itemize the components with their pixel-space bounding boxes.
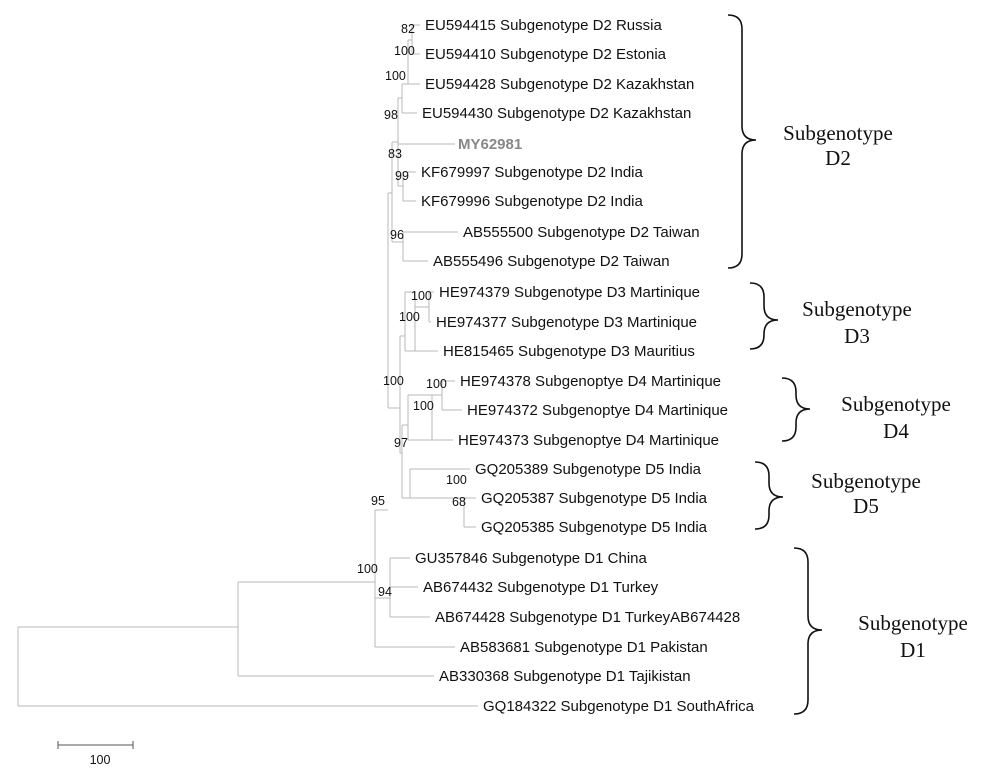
- bootstrap-value: 100: [394, 44, 415, 58]
- leaf-label: AB583681 Subgenotype D1 Pakistan: [460, 639, 708, 656]
- group-labels: Subgenotype D2 Subgenotype D3 Subgenotyp…: [783, 121, 968, 662]
- bootstrap-value: 68: [452, 495, 466, 509]
- group-label-line2: D2: [825, 146, 851, 170]
- bootstrap-value: 100: [399, 310, 420, 324]
- leaf-label: KF679996 Subgenotype D2 India: [421, 193, 643, 210]
- leaf-label: EU594415 Subgenotype D2 Russia: [425, 17, 662, 34]
- leaf-label: AB674432 Subgenotype D1 Turkey: [423, 579, 659, 596]
- bootstrap-value: 82: [401, 22, 415, 36]
- group-label-line1: Subgenotype: [841, 392, 951, 416]
- leaf-label-highlighted: MY62981: [458, 136, 522, 153]
- group-braces: [727, 14, 823, 715]
- leaf-label: GQ184322 Subgenotype D1 SouthAfrica: [483, 698, 755, 715]
- group-label-line1: Subgenotype: [858, 611, 968, 635]
- brace-d5: [754, 461, 784, 530]
- bootstrap-value: 100: [413, 399, 434, 413]
- group-label-line2: D3: [844, 324, 870, 348]
- leaf-label: AB555500 Subgenotype D2 Taiwan: [463, 224, 700, 241]
- leaf-label: HE974378 Subgenoptye D4 Martinique: [460, 373, 721, 390]
- leaf-label: GQ205387 Subgenotype D5 India: [481, 490, 708, 507]
- leaf-label: HE974379 Subgenotype D3 Martinique: [439, 284, 700, 301]
- brace-d4: [781, 377, 811, 442]
- bootstrap-value: 95: [371, 494, 385, 508]
- brace-d1: [793, 547, 823, 715]
- bootstrap-value: 100: [357, 562, 378, 576]
- bootstrap-values: 82 100 100 98 83 99 96 100 100 100 100 1…: [357, 22, 467, 599]
- bootstrap-value: 94: [378, 585, 392, 599]
- leaf-label: EU594430 Subgenotype D2 Kazakhstan: [422, 105, 691, 122]
- bootstrap-value: 98: [384, 108, 398, 122]
- leaf-label: AB330368 Subgenotype D1 Tajikistan: [439, 668, 691, 685]
- leaf-label: HE974373 Subgenoptye D4 Martinique: [458, 432, 719, 449]
- leaf-label: EU594428 Subgenotype D2 Kazakhstan: [425, 76, 694, 93]
- group-label-line2: D4: [883, 419, 909, 443]
- leaf-label: HE815465 Subgenotype D3 Mauritius: [443, 343, 695, 360]
- group-label-line1: Subgenotype: [783, 121, 893, 145]
- leaf-label: EU594410 Subgenotype D2 Estonia: [425, 46, 667, 63]
- brace-d2: [727, 14, 757, 269]
- leaf-label: GU357846 Subgenotype D1 China: [415, 550, 647, 567]
- tree-branches: [17, 24, 478, 707]
- scale-bar-label: 100: [90, 753, 111, 767]
- bootstrap-value: 97: [394, 436, 408, 450]
- leaf-label: GQ205389 Subgenotype D5 India: [475, 461, 702, 478]
- bootstrap-value: 100: [426, 377, 447, 391]
- bootstrap-value: 100: [385, 69, 406, 83]
- leaf-label: HE974377 Subgenotype D3 Martinique: [436, 314, 697, 331]
- bootstrap-value: 83: [388, 147, 402, 161]
- leaf-label: AB555496 Subgenotype D2 Taiwan: [433, 253, 670, 270]
- group-label-line2: D5: [853, 494, 879, 518]
- leaf-labels: EU594415 Subgenotype D2 Russia EU594410 …: [415, 17, 755, 715]
- leaf-label: GQ205385 Subgenotype D5 India: [481, 519, 708, 536]
- bootstrap-value: 96: [390, 228, 404, 242]
- leaf-label: HE974372 Subgenoptye D4 Martinique: [467, 402, 728, 419]
- brace-d3: [749, 282, 779, 350]
- bootstrap-value: 100: [383, 374, 404, 388]
- scale-bar: 100: [57, 741, 134, 767]
- leaf-label: KF679997 Subgenotype D2 India: [421, 164, 643, 181]
- group-label-line1: Subgenotype: [811, 469, 921, 493]
- group-label-line1: Subgenotype: [802, 297, 912, 321]
- leaf-label: AB674428 Subgenotype D1 TurkeyAB674428: [435, 609, 740, 626]
- bootstrap-value: 100: [411, 289, 432, 303]
- bootstrap-value: 99: [395, 169, 409, 183]
- bootstrap-value: 100: [446, 473, 467, 487]
- group-label-line2: D1: [900, 638, 926, 662]
